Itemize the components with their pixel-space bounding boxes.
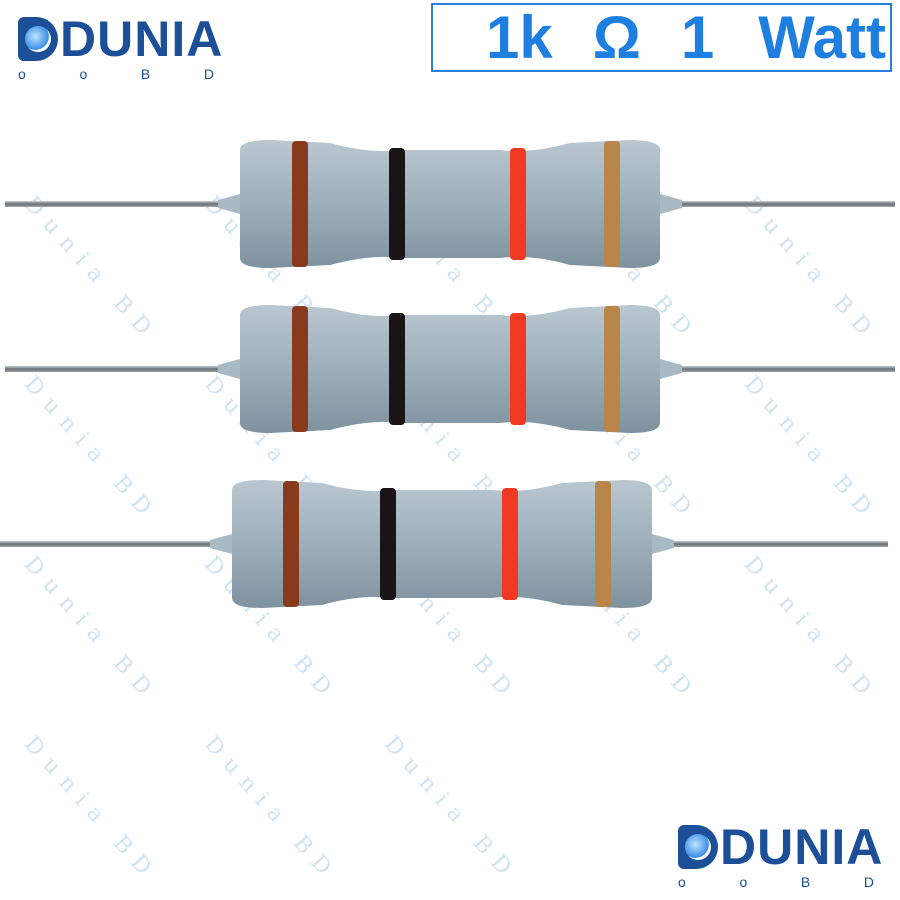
- cart-globe-icon: [678, 825, 718, 869]
- band-gold: [595, 481, 611, 607]
- logo-bottom: DUNIA o o B D: [678, 822, 883, 890]
- band-brown: [283, 481, 299, 607]
- ohm-unit: Ω: [592, 3, 641, 71]
- logo-sub: o: [18, 66, 26, 82]
- logo-sub: o: [678, 874, 686, 890]
- band-red: [510, 148, 526, 260]
- cart-globe-icon: [18, 17, 58, 61]
- band-red: [502, 488, 518, 600]
- logo-text: DUNIA: [720, 819, 884, 875]
- band-brown: [292, 306, 308, 432]
- logo-sub: B: [140, 66, 151, 82]
- band-gold: [604, 306, 620, 432]
- band-black: [389, 313, 405, 425]
- logo-sub: D: [203, 66, 214, 82]
- band-black: [380, 488, 396, 600]
- resistance-value: 1k: [486, 3, 553, 71]
- resistor-body: [240, 140, 660, 268]
- power-unit: Watt: [758, 3, 886, 71]
- power-value: 1: [680, 3, 715, 71]
- logo-sub: o: [739, 874, 748, 890]
- band-black: [389, 148, 405, 260]
- band-brown: [292, 141, 308, 267]
- logo-top: DUNIA o o B D: [18, 14, 223, 82]
- logo-text: DUNIA: [60, 11, 224, 67]
- resistor-body: [240, 305, 660, 433]
- band-gold: [604, 141, 620, 267]
- resistor-body: [232, 480, 652, 608]
- logo-sub: D: [863, 874, 874, 890]
- logo-sub: B: [800, 874, 811, 890]
- band-red: [510, 313, 526, 425]
- product-title-box: 1k Ω 1 Watt: [431, 3, 892, 72]
- logo-sub: o: [79, 66, 88, 82]
